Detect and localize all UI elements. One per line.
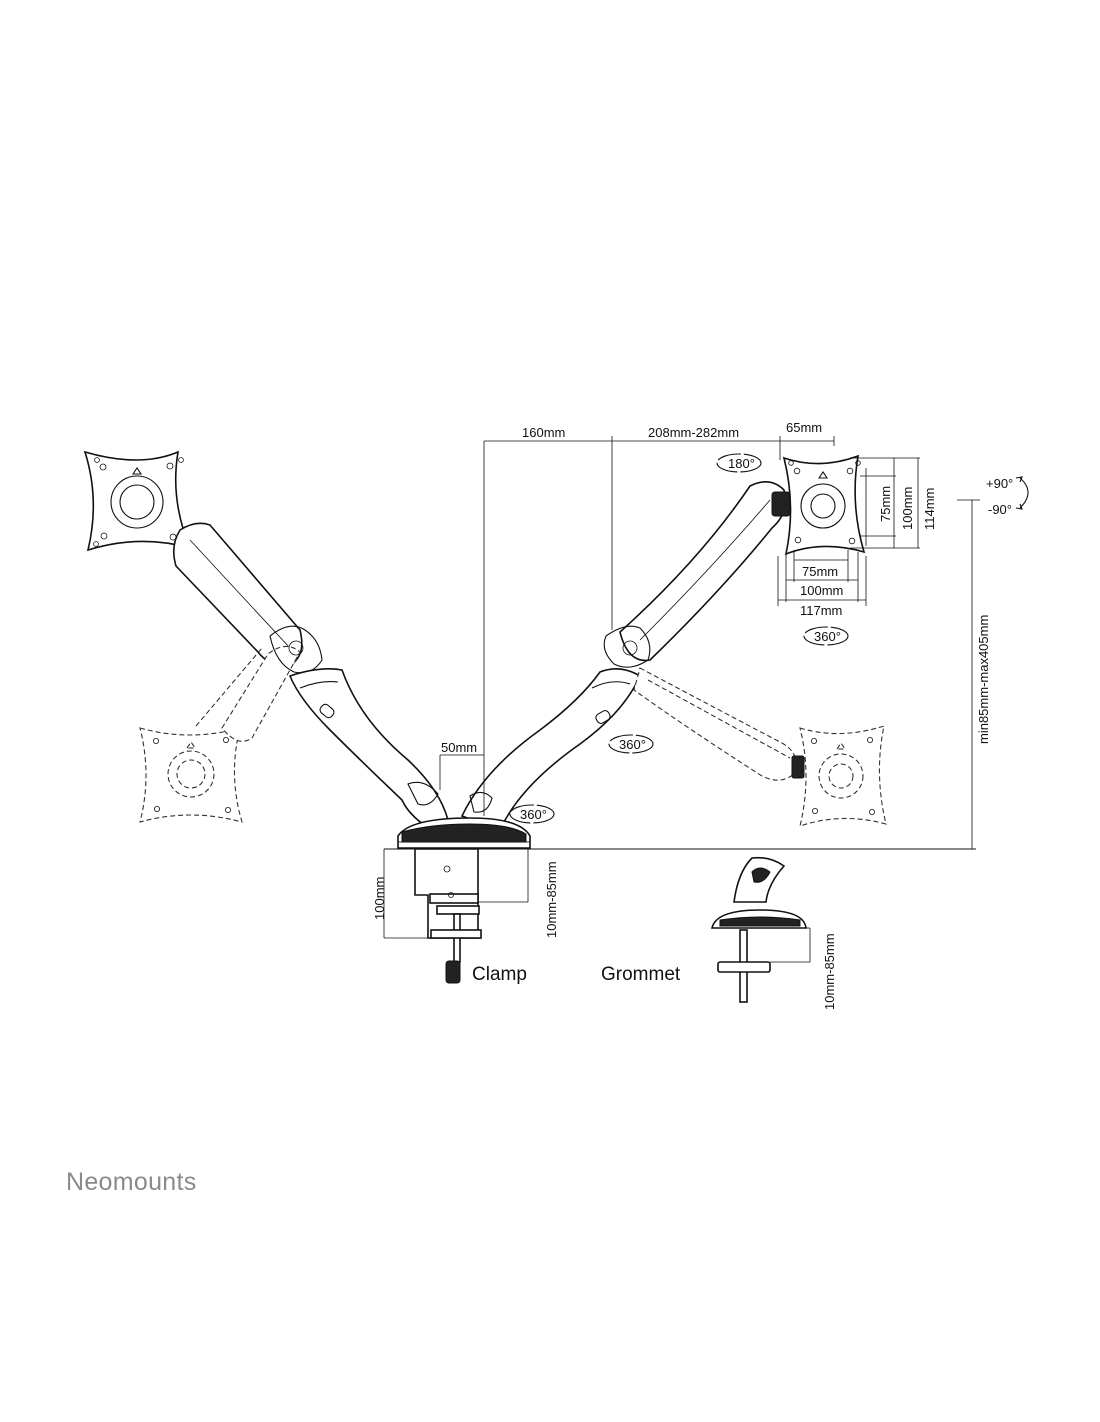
rotation-icons (509, 453, 1029, 824)
left-arm (172, 522, 449, 836)
dim-label-grommet-range: 10mm-85mm (822, 933, 837, 1010)
left-upper-vesa-plate (83, 450, 192, 552)
dim-label-height-range: min85mm-max405mm (976, 615, 991, 744)
dim-label-clamp-height: 100mm (372, 877, 387, 920)
dim-label-vesa-v-100: 100mm (900, 487, 915, 530)
left-lower-vesa-plate-alt-position (139, 727, 243, 823)
dimension-labels: 160mm 208mm-282mm 65mm 50mm min85mm-max4… (372, 420, 1013, 1010)
dim-label-vesa-v-75: 75mm (878, 486, 893, 522)
right-lower-vesa-plate-alt-position (799, 725, 887, 827)
dim-label-arm-offset: 160mm (522, 425, 565, 440)
tilt-label-down: -90° (988, 502, 1012, 517)
rotation-label-360-arm: 360° (619, 737, 646, 752)
rotation-label-360-plate: 360° (814, 629, 841, 644)
dim-label-vesa-h-100: 100mm (800, 583, 843, 598)
dim-label-arm-extension: 208mm-282mm (648, 425, 739, 440)
rotation-label-360-base: 360° (520, 807, 547, 822)
dim-label-clamp-range: 10mm-85mm (544, 861, 559, 938)
tilt-label-up: +90° (986, 476, 1013, 491)
dim-label-vesa-h-75: 75mm (802, 564, 838, 579)
dim-label-vesa-w-117: 117mm (800, 603, 842, 618)
clamp-assembly (414, 848, 482, 984)
grommet-label: Grommet (601, 964, 681, 985)
dim-label-vesa-depth: 65mm (786, 420, 822, 435)
rotation-label-180: 180° (728, 456, 755, 471)
grommet-assembly (711, 856, 807, 1003)
dim-label-vesa-v-114: 114mm (922, 488, 937, 530)
dimension-lines (383, 436, 980, 963)
right-arm (460, 481, 805, 832)
desk-base (397, 817, 531, 850)
clamp-label: Clamp (472, 964, 527, 985)
dim-label-pole-gap: 50mm (441, 740, 477, 755)
brand-logo-text: Neomounts (66, 1168, 197, 1196)
right-upper-vesa-plate (782, 454, 866, 556)
